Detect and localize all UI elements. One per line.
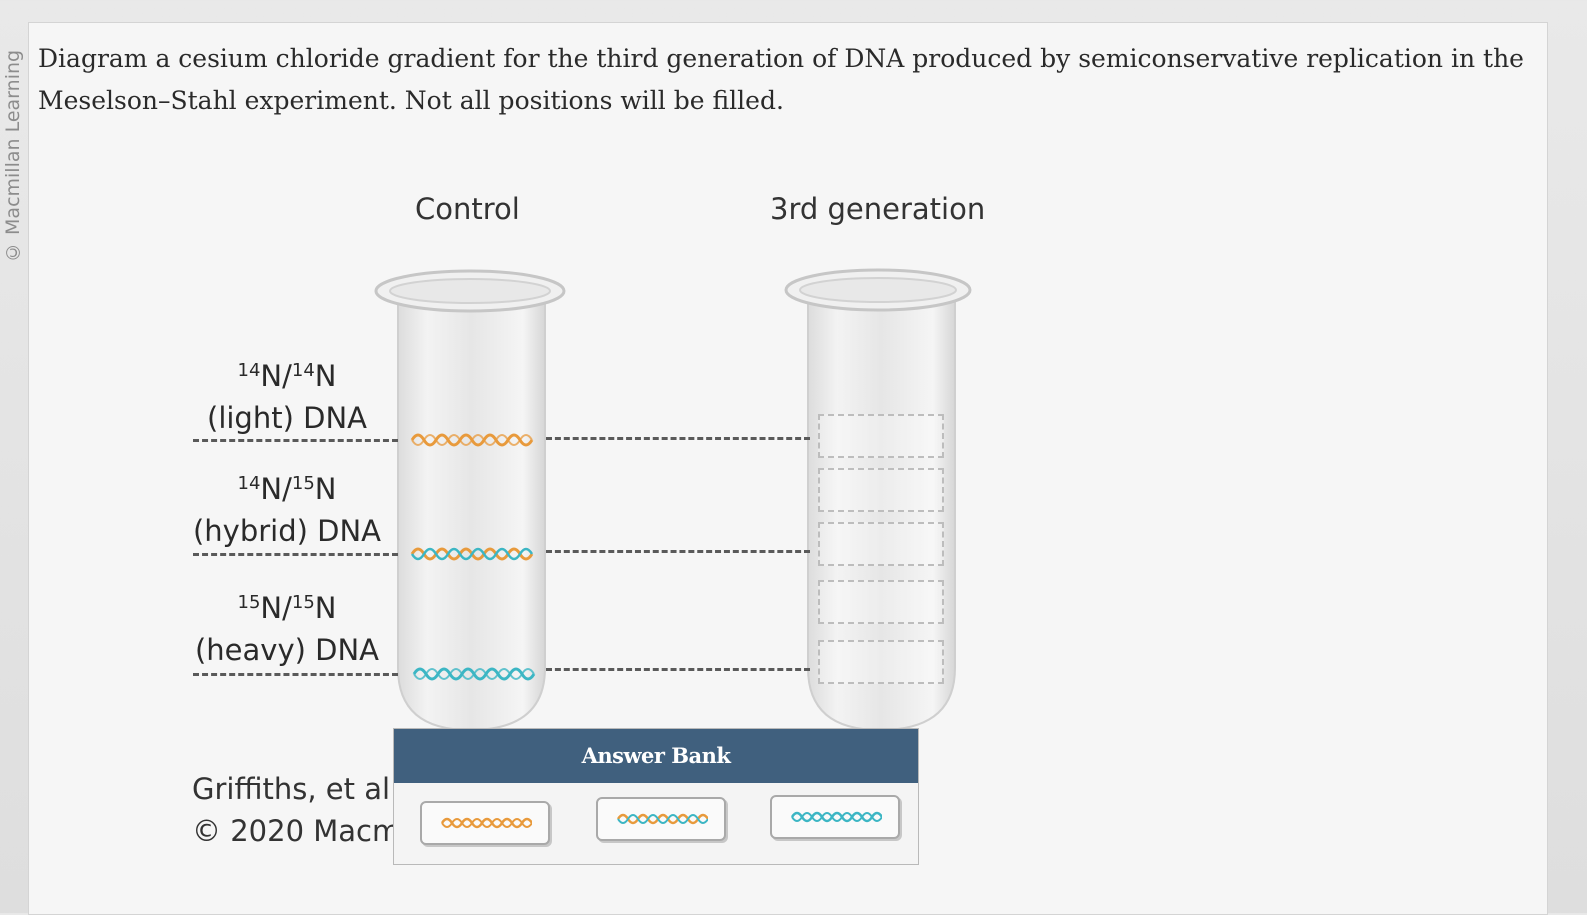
- answer-item-heavy-dna[interactable]: [770, 795, 900, 839]
- control-tube: [374, 269, 566, 732]
- dna-helix-icon: [616, 813, 708, 825]
- band-label-heavy: 15N/15N (heavy) DNA: [194, 591, 380, 667]
- column-title-control: Control: [415, 192, 520, 226]
- guide-line-heavy-left: [193, 673, 398, 676]
- question-text: Diagram a cesium chloride gradient for t…: [38, 44, 1524, 115]
- drop-slot-4[interactable]: [818, 580, 944, 624]
- drop-slot-3[interactable]: [818, 522, 944, 566]
- guide-line-light-right: [546, 437, 810, 440]
- control-band-light: [410, 433, 534, 447]
- band-label-light: 14N/14N (light) DNA: [207, 359, 367, 435]
- guide-line-hybrid-left: [193, 553, 398, 556]
- guide-line-hybrid-right: [546, 550, 810, 553]
- dna-helix-icon: [790, 811, 882, 823]
- figure-credit: Griffiths, et al. © 2020 Macm: [192, 772, 401, 848]
- drop-slot-5[interactable]: [818, 640, 944, 684]
- drop-slot-1[interactable]: [818, 414, 944, 458]
- dna-helix-icon: [440, 817, 532, 829]
- guide-line-light-left: [193, 439, 398, 442]
- column-title-third-generation: 3rd generation: [770, 192, 986, 226]
- answer-item-light-dna[interactable]: [420, 801, 550, 845]
- answer-bank-title: Answer Bank: [394, 729, 918, 783]
- control-band-hybrid: [410, 547, 534, 561]
- band-label-hybrid: 14N/15N (hybrid) DNA: [192, 472, 382, 548]
- answer-bank: Answer Bank: [393, 728, 919, 865]
- control-band-heavy: [412, 667, 536, 681]
- drop-slot-2[interactable]: [818, 468, 944, 512]
- answer-item-hybrid-dna[interactable]: [596, 797, 726, 841]
- guide-line-heavy-right: [546, 668, 810, 671]
